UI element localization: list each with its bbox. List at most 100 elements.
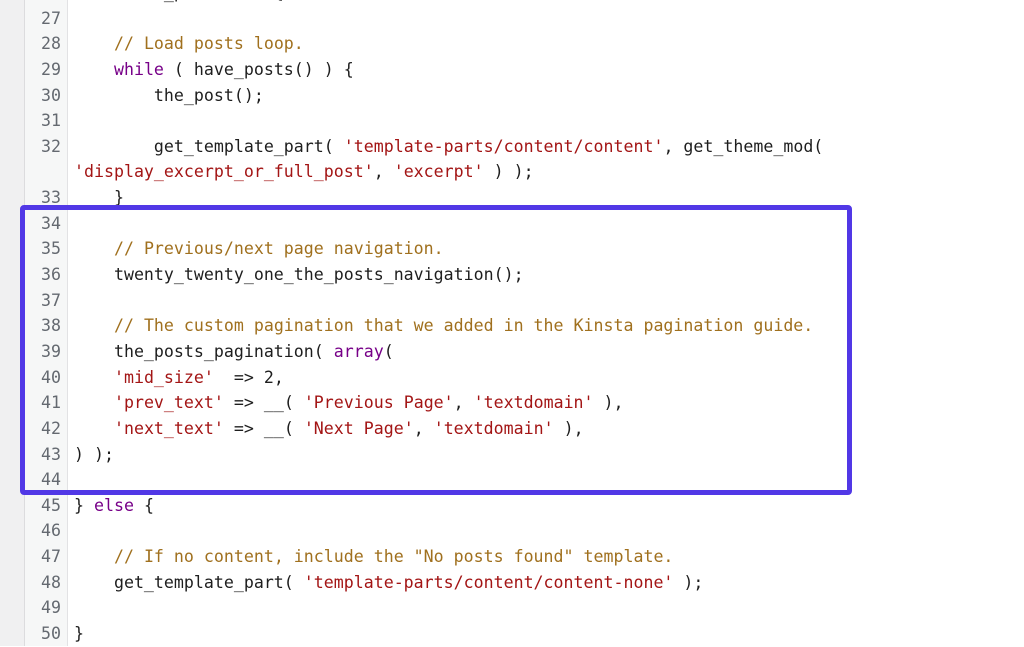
line-number: 32 (41, 136, 61, 156)
line-number: 47 (41, 547, 61, 567)
code-comment: // The custom pagination that we added i… (113, 316, 814, 336)
line-text: // Load posts loop. (74, 31, 304, 57)
code-text: => 2, (213, 367, 284, 387)
code-string: 'display_excerpt_or_full_post' (74, 162, 374, 182)
line-text: ) ); (74, 442, 114, 468)
code-comment: // Load posts loop. (113, 34, 304, 54)
line-number: 39 (41, 341, 61, 361)
line-text: } (74, 621, 84, 647)
line-text: 'prev_text' => __( 'Previous Page', 'tex… (74, 390, 624, 416)
line-number: 41 (41, 393, 61, 413)
line-text: while ( have_posts() ) { (74, 57, 354, 83)
code-line[interactable]: 46 (0, 518, 1024, 544)
code-text (74, 34, 114, 53)
line-number-gutter (25, 0, 68, 646)
code-line[interactable]: 28 // Load posts loop. (0, 31, 1024, 57)
line-number: 33 (41, 188, 61, 208)
code-keyword: while (113, 59, 164, 79)
code-line[interactable]: 48 get_template_part( 'template-parts/co… (0, 570, 1024, 596)
code-line[interactable]: 29 while ( have_posts() ) { (0, 57, 1024, 83)
code-comment: // Previous/next page navigation. (113, 239, 444, 259)
code-line[interactable]: 30 the_post(); (0, 83, 1024, 109)
line-number: 50 (41, 624, 61, 644)
code-line[interactable]: 40 'mid_size' => 2, (0, 365, 1024, 391)
code-line[interactable]: 47 // If no content, include the "No pos… (0, 544, 1024, 570)
line-number: 48 (41, 572, 61, 592)
code-string: 'next_text' (113, 418, 224, 438)
code-line[interactable]: 39 the_posts_pagination( array( (0, 339, 1024, 365)
code-line[interactable]: 44 (0, 467, 1024, 493)
line-number: 44 (41, 470, 61, 490)
code-string: 'textdomain' (433, 418, 554, 438)
code-line[interactable]: 37 (0, 288, 1024, 314)
code-line[interactable]: 34 (0, 211, 1024, 237)
code-text: , (413, 418, 434, 438)
line-number: 45 (41, 495, 61, 515)
code-line[interactable]: 42 'next_text' => __( 'Next Page', 'text… (0, 416, 1024, 442)
code-text: => __( (223, 418, 304, 438)
line-number: 31 (41, 111, 61, 131)
code-text: } (74, 495, 94, 515)
line-text: // The custom pagination that we added i… (74, 313, 813, 339)
code-string: 'excerpt' (393, 162, 484, 182)
code-line[interactable]: 33 } (0, 185, 1024, 211)
line-number: 27 (41, 8, 61, 28)
code-text: ) ); (483, 162, 534, 182)
line-number: 28 (41, 34, 61, 54)
code-text: ( have_posts() ) { (163, 59, 354, 79)
line-text: } (74, 185, 124, 211)
code-line[interactable]: 31 (0, 108, 1024, 134)
code-text: if ( have_posts() ) { (74, 0, 284, 2)
code-text: } (74, 624, 84, 644)
line-text: the_post(); (74, 83, 264, 109)
code-text: twenty_twenty_one_the_posts_navigation()… (74, 265, 524, 285)
code-text: , (453, 393, 474, 413)
code-text: { (133, 495, 154, 515)
code-keyword: array (333, 341, 384, 361)
code-line[interactable]: 27 (0, 6, 1024, 32)
code-string: 'prev_text' (113, 393, 224, 413)
line-number: 46 (41, 521, 61, 541)
line-text: // Previous/next page navigation. (74, 236, 444, 262)
code-text: ) ); (74, 444, 114, 464)
code-keyword: else (93, 495, 134, 515)
line-text: twenty_twenty_one_the_posts_navigation()… (74, 262, 524, 288)
code-line[interactable]: 49 (0, 595, 1024, 621)
code-line[interactable]: 35 // Previous/next page navigation. (0, 236, 1024, 262)
highlight-box (20, 205, 852, 495)
code-text: the_post(); (74, 85, 264, 105)
code-text: get_template_part( (74, 136, 344, 156)
line-number: 34 (41, 213, 61, 233)
code-line[interactable]: 32 get_template_part( 'template-parts/co… (0, 134, 1024, 160)
code-text: the_posts_pagination( (74, 341, 334, 361)
line-text: 'mid_size' => 2, (74, 365, 284, 391)
line-number: 35 (41, 239, 61, 259)
code-text: ), (593, 393, 624, 413)
line-text: } else { (74, 493, 154, 519)
code-line[interactable]: 38 // The custom pagination that we adde… (0, 313, 1024, 339)
line-number: 42 (41, 418, 61, 438)
code-line[interactable]: 45} else { (0, 493, 1024, 519)
code-text (74, 60, 114, 79)
line-text: 'display_excerpt_or_full_post', 'excerpt… (74, 159, 534, 185)
code-line[interactable]: 41 'prev_text' => __( 'Previous Page', '… (0, 390, 1024, 416)
code-string: 'template-parts/content/content-none' (303, 572, 674, 592)
line-text: 'next_text' => __( 'Next Page', 'textdom… (74, 416, 584, 442)
code-comment: // If no content, include the "No posts … (113, 547, 674, 567)
code-string: 'mid_size' (113, 367, 214, 387)
code-line[interactable]: 50} (0, 621, 1024, 647)
code-line[interactable]: 43) ); (0, 442, 1024, 468)
code-text: , (373, 162, 394, 182)
line-text: // If no content, include the "No posts … (74, 544, 673, 570)
code-text: get_template_part( (74, 572, 304, 592)
code-line[interactable]: 26if ( have_posts() ) { (0, 0, 1024, 6)
code-text: , get_theme_mod( (663, 136, 824, 156)
code-string: 'Previous Page' (303, 393, 454, 413)
line-number: 40 (41, 367, 61, 387)
code-text (74, 547, 114, 566)
code-line[interactable]: 36 twenty_twenty_one_the_posts_navigatio… (0, 262, 1024, 288)
line-text: the_posts_pagination( array( (74, 339, 394, 365)
code-line[interactable]: 'display_excerpt_or_full_post', 'excerpt… (0, 159, 1024, 185)
code-string: 'Next Page' (303, 418, 414, 438)
